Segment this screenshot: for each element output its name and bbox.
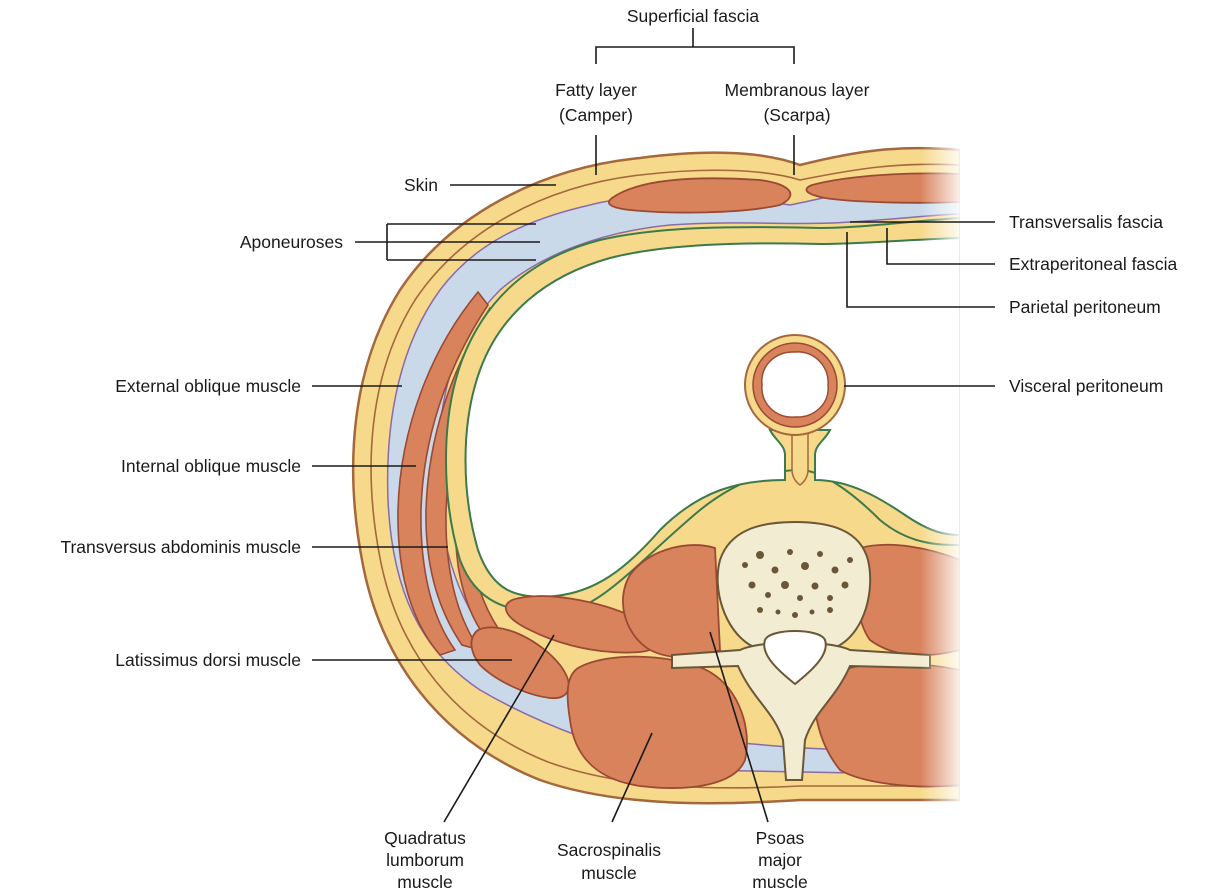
- label-fatty-layer: Fatty layer: [555, 80, 637, 100]
- label-quadratus-lumborum-2: lumborum: [386, 850, 464, 870]
- label-extraperitoneal-fascia: Extraperitoneal fascia: [1009, 254, 1178, 274]
- label-parietal-peritoneum: Parietal peritoneum: [1009, 297, 1161, 317]
- labels: Superficial fascia Fatty layer (Camper) …: [60, 6, 1177, 892]
- label-superficial-fascia: Superficial fascia: [627, 6, 760, 26]
- label-internal-oblique: Internal oblique muscle: [121, 456, 301, 476]
- label-skin: Skin: [404, 175, 438, 195]
- membranous-layer-line: [370, 163, 960, 789]
- label-quadratus-lumborum-3: muscle: [397, 872, 452, 892]
- rectus-muscle-left: [608, 177, 792, 214]
- intestine-lumen: [761, 351, 829, 418]
- label-aponeuroses: Aponeuroses: [240, 232, 343, 252]
- label-quadratus-lumborum: Quadratus: [384, 828, 466, 848]
- external-oblique-muscle: [397, 290, 489, 656]
- right-fade: [920, 140, 965, 810]
- label-visceral-peritoneum: Visceral peritoneum: [1009, 376, 1163, 396]
- label-psoas-major: Psoas: [756, 828, 805, 848]
- latissimus-dorsi-muscle: [470, 626, 570, 699]
- quadratus-lumborum-muscle: [504, 595, 658, 654]
- label-psoas-major-2: major: [758, 850, 802, 870]
- label-sacrospinalis: Sacrospinalis: [557, 840, 661, 860]
- label-sacrospinalis-2: muscle: [581, 863, 636, 883]
- label-external-oblique: External oblique muscle: [115, 376, 301, 396]
- mesentery: [791, 419, 809, 486]
- anatomy-drawing: [351, 146, 960, 805]
- vertebral-canal: [763, 630, 827, 686]
- label-fatty-layer-camper: (Camper): [559, 105, 633, 125]
- label-membranous-layer-scarpa: (Scarpa): [763, 105, 830, 125]
- spongy-bone: [742, 549, 853, 618]
- label-transversus-abdominis: Transversus abdominis muscle: [60, 537, 301, 557]
- label-psoas-major-3: muscle: [752, 872, 807, 892]
- label-membranous-layer: Membranous layer: [725, 80, 870, 100]
- label-transversalis-fascia: Transversalis fascia: [1009, 212, 1163, 232]
- vertebral-body: [716, 520, 872, 658]
- label-latissimus-dorsi: Latissimus dorsi muscle: [115, 650, 301, 670]
- leader-lines: [312, 28, 995, 823]
